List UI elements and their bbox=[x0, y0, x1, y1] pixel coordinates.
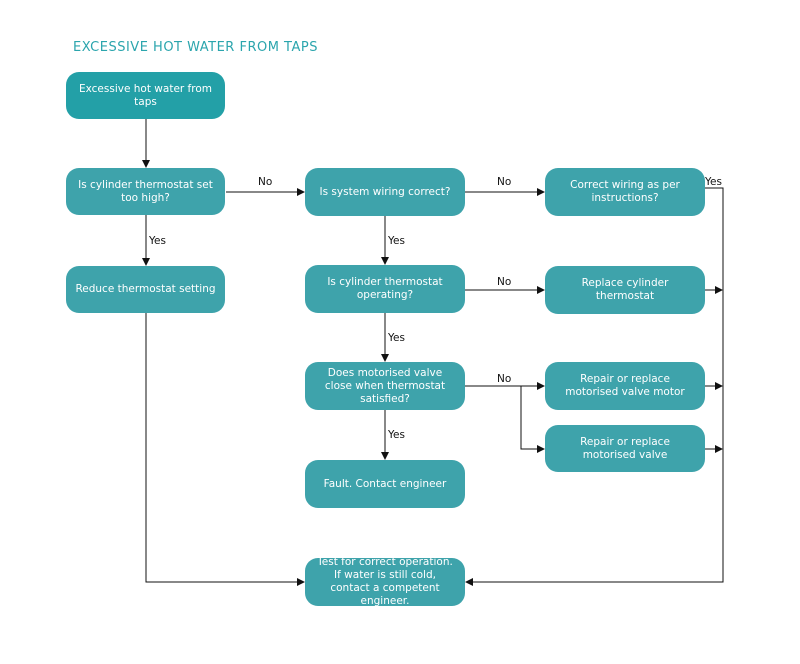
node-repair-valve: Repair or replace motorised valve bbox=[545, 425, 705, 472]
edge-right-collector bbox=[465, 187, 724, 586]
node-repair-valve-motor: Repair or replace motorised valve motor bbox=[545, 362, 705, 410]
node-reduce-setting: Reduce thermostat setting bbox=[66, 266, 225, 313]
node-replace-thermostat: Replace cylinder thermostat bbox=[545, 266, 705, 314]
node-fault: Fault. Contact engineer bbox=[305, 460, 465, 508]
node-q-thermostat-operating: Is cylinder thermostat operating? bbox=[305, 265, 465, 313]
node-q-thermostat-high: Is cylinder thermostat set too high? bbox=[66, 168, 225, 215]
node-start: Excessive hot water from taps bbox=[66, 72, 225, 119]
node-q-wiring: Is system wiring correct? bbox=[305, 168, 465, 216]
node-q-valve-close: Does motorised valve close when thermost… bbox=[305, 362, 465, 410]
node-test: Test for correct operation. If water is … bbox=[305, 556, 465, 607]
edge-reduce-to-test bbox=[145, 313, 305, 586]
label-yes-correct-wiring: Yes bbox=[705, 176, 722, 188]
label-no-q1: No bbox=[258, 176, 273, 188]
label-yes-q3: Yes bbox=[388, 332, 405, 344]
diagram-title: EXCESSIVE HOT WATER FROM TAPS bbox=[73, 40, 318, 55]
label-yes-wiring: Yes bbox=[388, 235, 405, 247]
label-no-wiring: No bbox=[497, 176, 512, 188]
edge-q4-to-valve bbox=[520, 386, 545, 453]
label-yes-q1: Yes bbox=[149, 235, 166, 247]
label-yes-q4: Yes bbox=[388, 429, 405, 441]
label-no-q3: No bbox=[497, 276, 512, 288]
label-no-q4: No bbox=[497, 373, 512, 385]
node-correct-wiring: Correct wiring as per instructions? bbox=[545, 168, 705, 216]
